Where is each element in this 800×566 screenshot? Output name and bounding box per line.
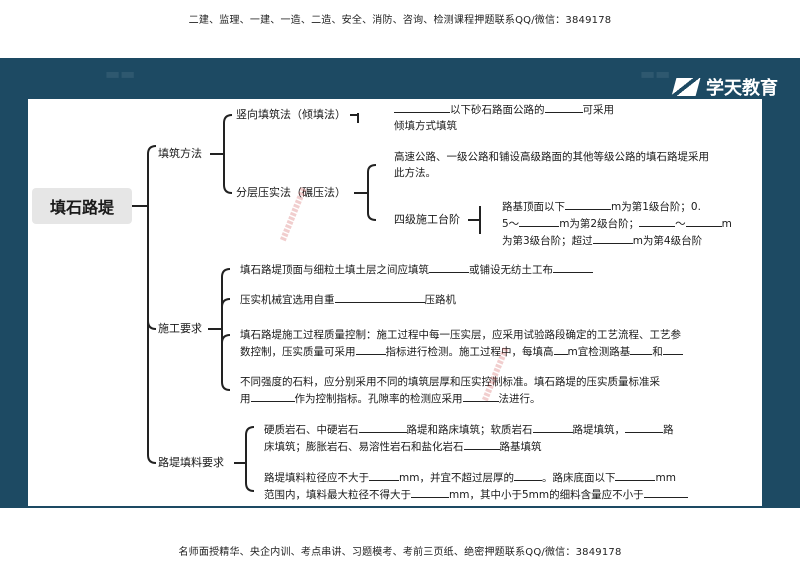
steps-l1b: m为第1级台阶；0. <box>611 201 701 213</box>
branch-fill-material-requirements: 路堤填料要求 <box>158 456 224 469</box>
node-vertical-fill: 竖向填筑法（倾填法） <box>236 108 346 121</box>
material-p2-d: mm <box>655 472 676 484</box>
material-p2-b: mm，并宜不超过层厚的 <box>399 472 514 484</box>
fill-blank <box>358 421 407 433</box>
layered-desc-line2: 此方法。 <box>394 167 436 179</box>
construction-item3-c: m宜检测路基 <box>567 346 631 358</box>
fill-blank <box>685 215 722 227</box>
four-steps-text: 路基顶面以下 m为第1级台阶；0. 5～ m为第2级台阶； ～ m 为第3级台阶；超过 m… <box>502 198 762 249</box>
material-p1-f: 路基填筑 <box>499 441 542 453</box>
material-p2-c: 。路床底面以下 <box>541 472 616 484</box>
material-p1-b: 路堤和路床填筑；软质岩石 <box>406 424 533 436</box>
vertical-text-a: 以下砂石路面公路的 <box>450 104 545 116</box>
fill-blank <box>250 390 295 402</box>
fill-blank <box>565 198 611 210</box>
layered-desc: 高速公路、一级公路和铺设高级路面的其他等级公路的填石路堤采用 此方法。 <box>394 149 762 181</box>
fill-blank <box>369 469 399 481</box>
fill-blank <box>615 469 656 481</box>
material-p2-e: 范围内，填料最大粒径不得大于 <box>264 489 411 501</box>
construction-item4-line1: 不同强度的石料，应分别采用不同的填筑层厚和压实控制标准。填石路堤的压实质量标准采 <box>240 376 660 388</box>
fill-blank <box>463 438 500 450</box>
layered-desc-line1: 高速公路、一级公路和铺设高级路面的其他等级公路的填石路堤采用 <box>394 151 709 163</box>
fill-blank <box>630 343 653 355</box>
branch-construction-requirements: 施工要求 <box>158 322 202 335</box>
construction-item3-d: 和 <box>652 346 663 358</box>
xuetian-logo-icon <box>674 76 700 98</box>
fill-blank <box>553 343 568 355</box>
fill-blank <box>513 469 542 481</box>
construction-item3-a: 数控制，压实质量可采用 <box>240 346 356 358</box>
material-p2-a: 路堤填料粒径应不大于 <box>264 472 369 484</box>
material-p2-f: mm，其中小于5mm的细料含量应不小于 <box>449 489 644 501</box>
fill-blank <box>625 421 663 433</box>
steps-l2c: ～ <box>675 218 686 230</box>
fill-blank <box>429 261 469 273</box>
vertical-text-b: 可采用 <box>582 104 615 116</box>
banner-watermark-mark: ▬▬ <box>640 64 671 83</box>
construction-item1a: 填石路堤顶面与细粒土填土层之间应填筑 <box>240 264 429 276</box>
header-contact-note: 二建、监理、一建、一造、二造、安全、消防、咨询、检测课程押题联系QQ/微信：38… <box>188 15 612 26</box>
vertical-fill-text: 以下砂石路面公路的 可采用 倾填方式填筑 <box>394 101 694 134</box>
vertical-text-c: 倾填方式填筑 <box>394 120 457 132</box>
steps-l1a: 路基顶面以下 <box>502 201 565 213</box>
banner-watermark-mark: ▬▬ <box>105 64 136 83</box>
construction-item2a: 压实机械宜选用自重 <box>240 294 335 306</box>
fill-blank <box>592 232 633 244</box>
construction-item4-b: 作为控制指标。孔隙率的检测应采用 <box>294 393 463 405</box>
fill-blank <box>355 343 386 355</box>
fill-blank <box>643 486 688 498</box>
construction-item-2: 压实机械宜选用自重 压路机 <box>240 291 762 308</box>
brand-logo: 学天教育 <box>674 74 778 100</box>
steps-l2a: 5～ <box>502 218 520 230</box>
construction-item2b: 压路机 <box>424 294 457 306</box>
fill-blank <box>553 261 593 273</box>
material-p1-d: 路 <box>663 424 674 436</box>
node-layered-compaction: 分层压实法（碾压法） <box>236 186 346 199</box>
construction-item1b: 或铺设无纺土工布 <box>469 264 553 276</box>
steps-l3a: 为第3级台阶；超过 <box>502 235 593 247</box>
fill-blank <box>334 291 425 303</box>
construction-item3-line1: 填石路堤施工过程质量控制：施工过程中每一压实层，应采用试验路段确定的工艺流程、工… <box>240 329 681 341</box>
construction-item4-c: 法进行。 <box>498 393 541 405</box>
mindmap-root: 填石路堤 <box>32 188 132 224</box>
construction-item3-b: 指标进行检测。施工过程中，每填高 <box>385 346 554 358</box>
brand-logo-text: 学天教育 <box>706 78 778 99</box>
node-four-steps: 四级施工台阶 <box>394 213 460 226</box>
mindmap-connectors <box>132 113 481 492</box>
construction-item4-a: 用 <box>240 393 251 405</box>
steps-l2d: m <box>721 218 732 230</box>
fill-blank <box>544 101 583 113</box>
construction-item-3: 填石路堤施工过程质量控制：施工过程中每一压实层，应采用试验路段确定的工艺流程、工… <box>240 327 762 360</box>
construction-item-4: 不同强度的石料，应分别采用不同的填筑层厚和压实控制标准。填石路堤的压实质量标准采… <box>240 374 762 407</box>
fill-blank <box>519 215 560 227</box>
fill-blank <box>662 343 683 355</box>
fill-blank <box>394 101 450 113</box>
footer-contact-note: 名师面授精华、央企内训、考点串讲、习题模考、考前三页纸、绝密押题联系QQ/微信：… <box>178 547 622 558</box>
material-p1-e: 床填筑；膨胀岩石、易溶性岩石和盐化岩石 <box>264 441 464 453</box>
fill-blank <box>532 421 573 433</box>
fill-blank <box>462 390 499 402</box>
fill-blank <box>639 215 676 227</box>
steps-l3b: m为第4级台阶 <box>632 235 703 247</box>
construction-item-1: 填石路堤顶面与细粒土填土层之间应填筑 或铺设无纺土工布 <box>240 261 762 278</box>
material-para-2: 路堤填料粒径应不大于 mm，并宜不超过层厚的 。路床底面以下 mm 范围内，填料最大粒… <box>264 469 762 503</box>
material-p1-a: 硬质岩石、中硬岩石 <box>264 424 359 436</box>
branch-fill-method: 填筑方法 <box>158 147 202 160</box>
material-p1-c: 路堤填筑， <box>572 424 626 436</box>
material-para-1: 硬质岩石、中硬岩石 路堤和路床填筑；软质岩石 路堤填筑， 路 床填筑；膨胀岩石、易溶性… <box>264 421 762 455</box>
steps-l2b: m为第2级台阶； <box>559 218 640 230</box>
mindmap-sheet: 填石路堤 填筑方法 竖向填筑法（倾填法） 以下砂石路面公路的 可采用 倾填方式填筑… <box>28 99 762 506</box>
fill-blank <box>411 486 449 498</box>
